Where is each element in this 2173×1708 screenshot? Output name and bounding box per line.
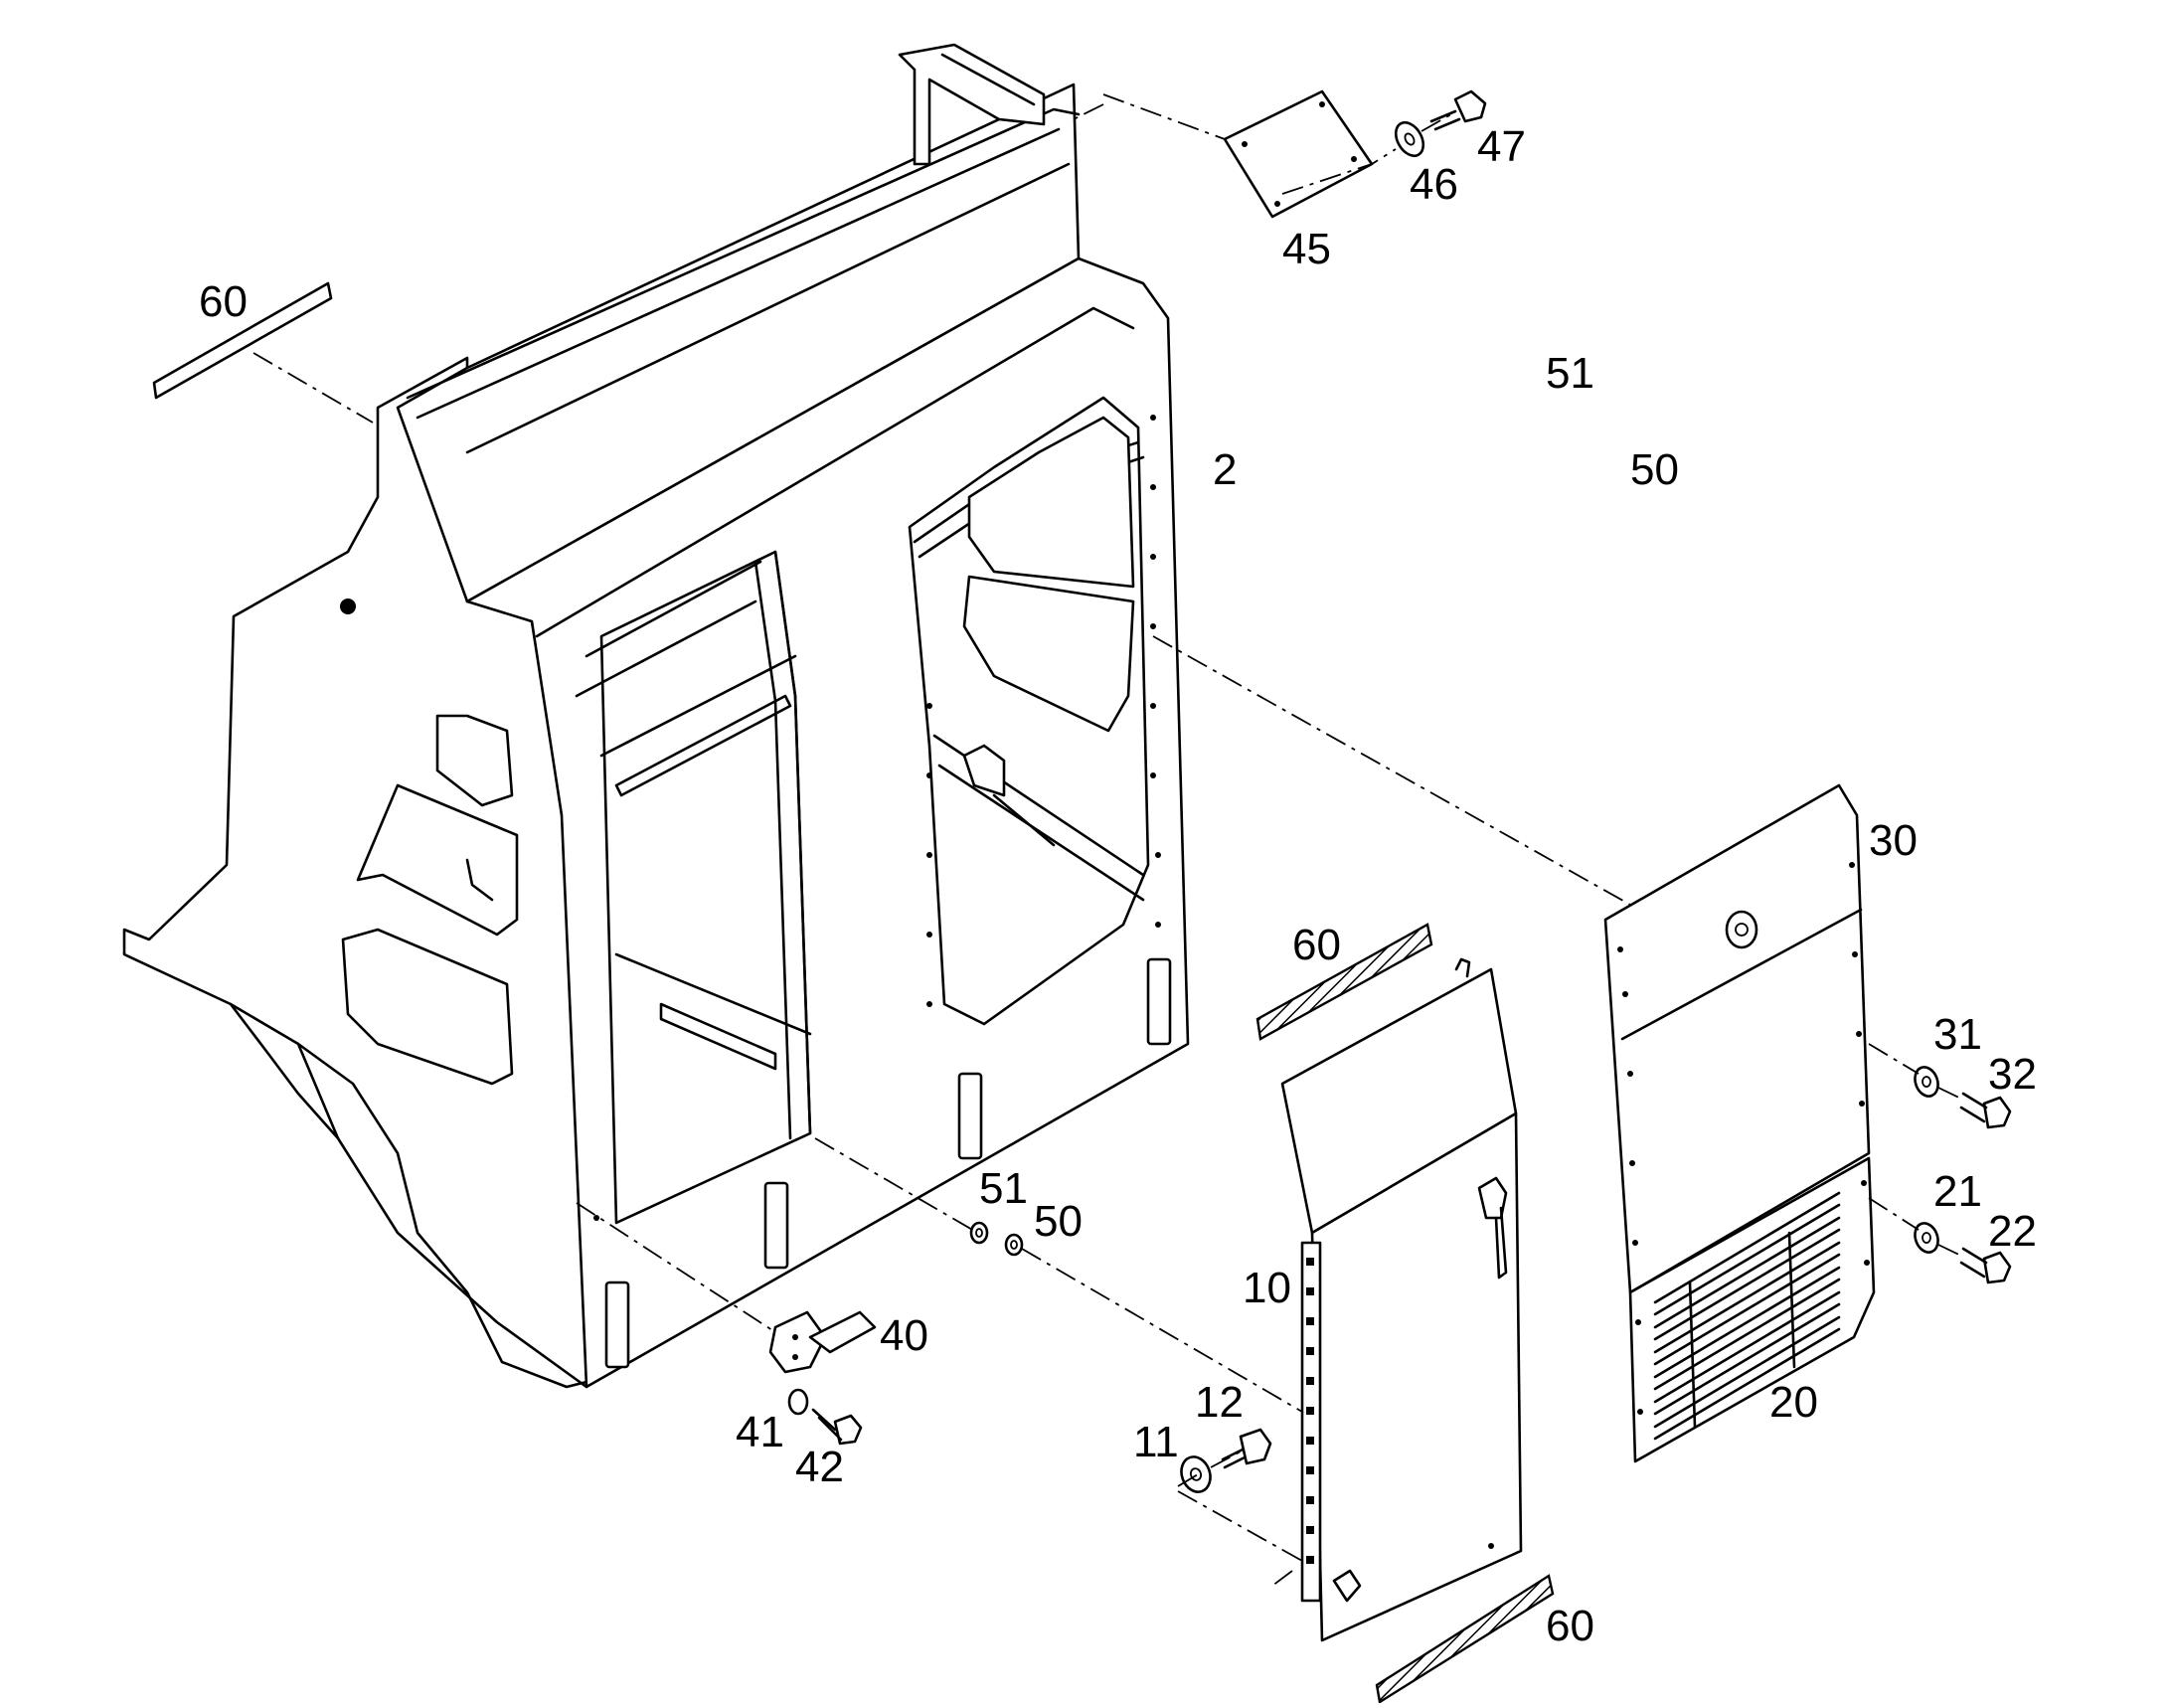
label-46: 46	[1410, 160, 1458, 209]
washer-31	[1914, 1066, 1939, 1098]
washer-50	[1004, 1233, 1024, 1257]
washer-51	[969, 1221, 989, 1245]
cover-plate-45	[1223, 89, 1374, 219]
label-60-middle: 60	[1292, 921, 1341, 969]
main-frame	[122, 43, 1190, 1389]
decal-strip-60-middle	[1255, 923, 1433, 1041]
label-60-bottom: 60	[1546, 1602, 1594, 1650]
label-42: 42	[795, 1443, 844, 1491]
decal-strip-60-top	[152, 281, 333, 400]
label-47: 47	[1477, 122, 1526, 171]
washer-21	[1914, 1222, 1939, 1254]
label-21: 21	[1933, 1167, 1982, 1216]
panel-30	[1603, 783, 1871, 1294]
label-40: 40	[880, 1311, 928, 1360]
label-41: 41	[736, 1408, 784, 1456]
washer-41	[787, 1388, 809, 1416]
label-12: 12	[1195, 1378, 1244, 1427]
bracket-40	[768, 1310, 877, 1374]
bolt-42	[811, 1408, 863, 1446]
label-30: 30	[1869, 816, 1918, 865]
label-51-upper: 51	[1546, 349, 1594, 398]
label-45: 45	[1282, 225, 1331, 273]
label-2: 2	[1213, 445, 1237, 494]
label-50-upper: 50	[1630, 445, 1679, 494]
label-10: 10	[1243, 1264, 1291, 1312]
label-11: 11	[1133, 1418, 1179, 1466]
label-31: 31	[1933, 1010, 1982, 1059]
bolt-22	[1959, 1247, 2012, 1284]
label-60-top: 60	[199, 277, 248, 326]
washer-46	[1394, 120, 1425, 158]
washer-11	[1180, 1455, 1212, 1493]
label-50-lower: 50	[1034, 1197, 1083, 1246]
bolt-47	[1429, 89, 1487, 131]
label-20: 20	[1769, 1378, 1818, 1427]
grille-panel-20	[1628, 1156, 1876, 1463]
door-panel-10	[1280, 957, 1523, 1642]
label-32: 32	[1988, 1050, 2037, 1099]
bolt-32	[1959, 1092, 2012, 1129]
label-51-lower: 51	[979, 1164, 1028, 1213]
label-22: 22	[1988, 1207, 2037, 1256]
decal-strip-60-bottom	[1375, 1574, 1555, 1704]
bolt-12	[1221, 1428, 1272, 1469]
